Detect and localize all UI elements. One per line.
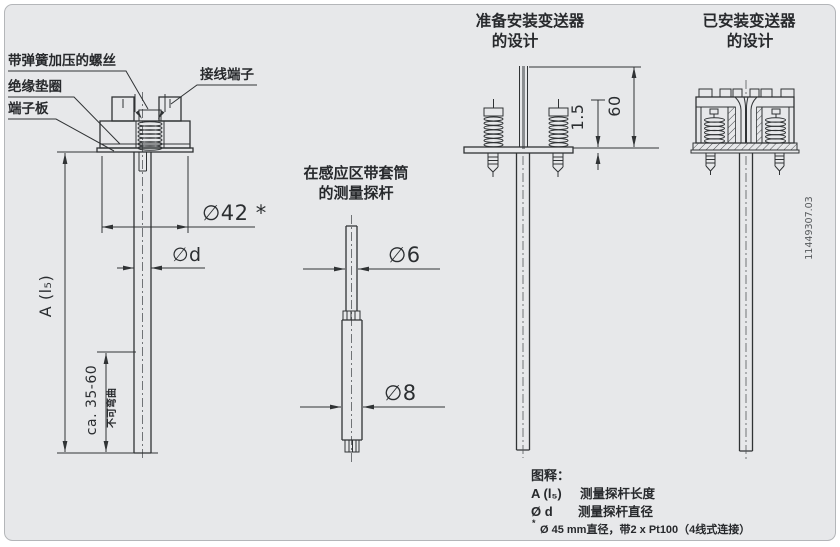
document-number: 11449307.03 <box>804 196 815 259</box>
dim-8-text: ∅8 <box>384 381 417 405</box>
dim-8: ∅8 <box>300 381 445 410</box>
dim-length-A: A (l₅) <box>36 151 158 454</box>
legend-row1-symbol: A (l₅) <box>531 486 562 501</box>
fig2-title-line1: 在感应区带套筒 <box>303 164 408 182</box>
legend-heading: 图释： <box>531 468 570 483</box>
legend-footnote-marker: * <box>532 518 536 528</box>
legend-row1-label: 测量探杆长度 <box>580 486 656 501</box>
label-spring-screw: 带弹簧加压的螺丝 <box>8 52 116 68</box>
dim-length-text: A (l₅) <box>36 275 55 317</box>
dim-bend-zone: ca. 35-60 不可弯曲 <box>84 351 136 452</box>
dim-42: ∅42 * <box>101 156 267 233</box>
fig4-title-line2: 的设计 <box>727 31 774 50</box>
figure-prepared-for-transmitter: 准备安装变送器 的设计 60 1.5 <box>463 11 659 458</box>
dim-6-text: ∅6 <box>388 243 421 267</box>
spring-screw-left <box>483 99 504 177</box>
dim-d-text: ∅d <box>172 244 202 266</box>
legend-row2-label: 测量探杆直径 <box>578 504 654 519</box>
dim-6: ∅6 <box>303 243 440 272</box>
fig4-title-line1: 已安装变送器 <box>702 11 796 30</box>
label-no-bend: 不可弯曲 <box>105 388 118 428</box>
figure-transmitter-installed: 已安装变送器 的设计 <box>690 11 800 459</box>
fig3-title-line2: 的设计 <box>492 31 539 50</box>
fig2-title-line2: 的测量探杆 <box>318 184 393 202</box>
dim-1-5: 1.5 <box>568 99 605 170</box>
legend-row2-symbol: Ø d <box>531 504 553 519</box>
legend-footnote: Ø 45 mm直径，带2 x Pt100（4线式连接） <box>540 522 750 536</box>
fig3-title-line1: 准备安装变送器 <box>476 11 585 30</box>
dim-bend-zone-text: ca. 35-60 <box>84 365 100 435</box>
terminal-screw-right <box>158 96 182 122</box>
spring-coil <box>137 121 163 151</box>
label-terminal-board: 端子板 <box>8 100 49 116</box>
figure-probe-with-sleeve: 在感应区带套筒 的测量探杆 ∅6 ∅8 <box>300 164 445 462</box>
dim-60-text: 60 <box>605 95 624 116</box>
label-insulating-washer: 绝缘垫圈 <box>8 78 62 94</box>
dim-60: 60 <box>605 67 637 147</box>
spring-screw-right <box>548 99 569 177</box>
terminal-screw-left <box>111 96 135 122</box>
dim-1-5-text: 1.5 <box>568 104 587 131</box>
dim-42-text: ∅42 * <box>202 201 267 225</box>
label-connection-terminal: 接线端子 <box>200 66 254 82</box>
dim-d: ∅d <box>117 244 205 271</box>
figure-probe-with-terminal-head: 带弹簧加压的螺丝 绝缘垫圈 端子板 接线端子 ∅42 * ∅d A <box>8 52 267 461</box>
figure-panel <box>4 4 836 541</box>
legend: 图释： A (l₅) 测量探杆长度 Ø d 测量探杆直径 * Ø 45 mm直径… <box>531 468 750 536</box>
